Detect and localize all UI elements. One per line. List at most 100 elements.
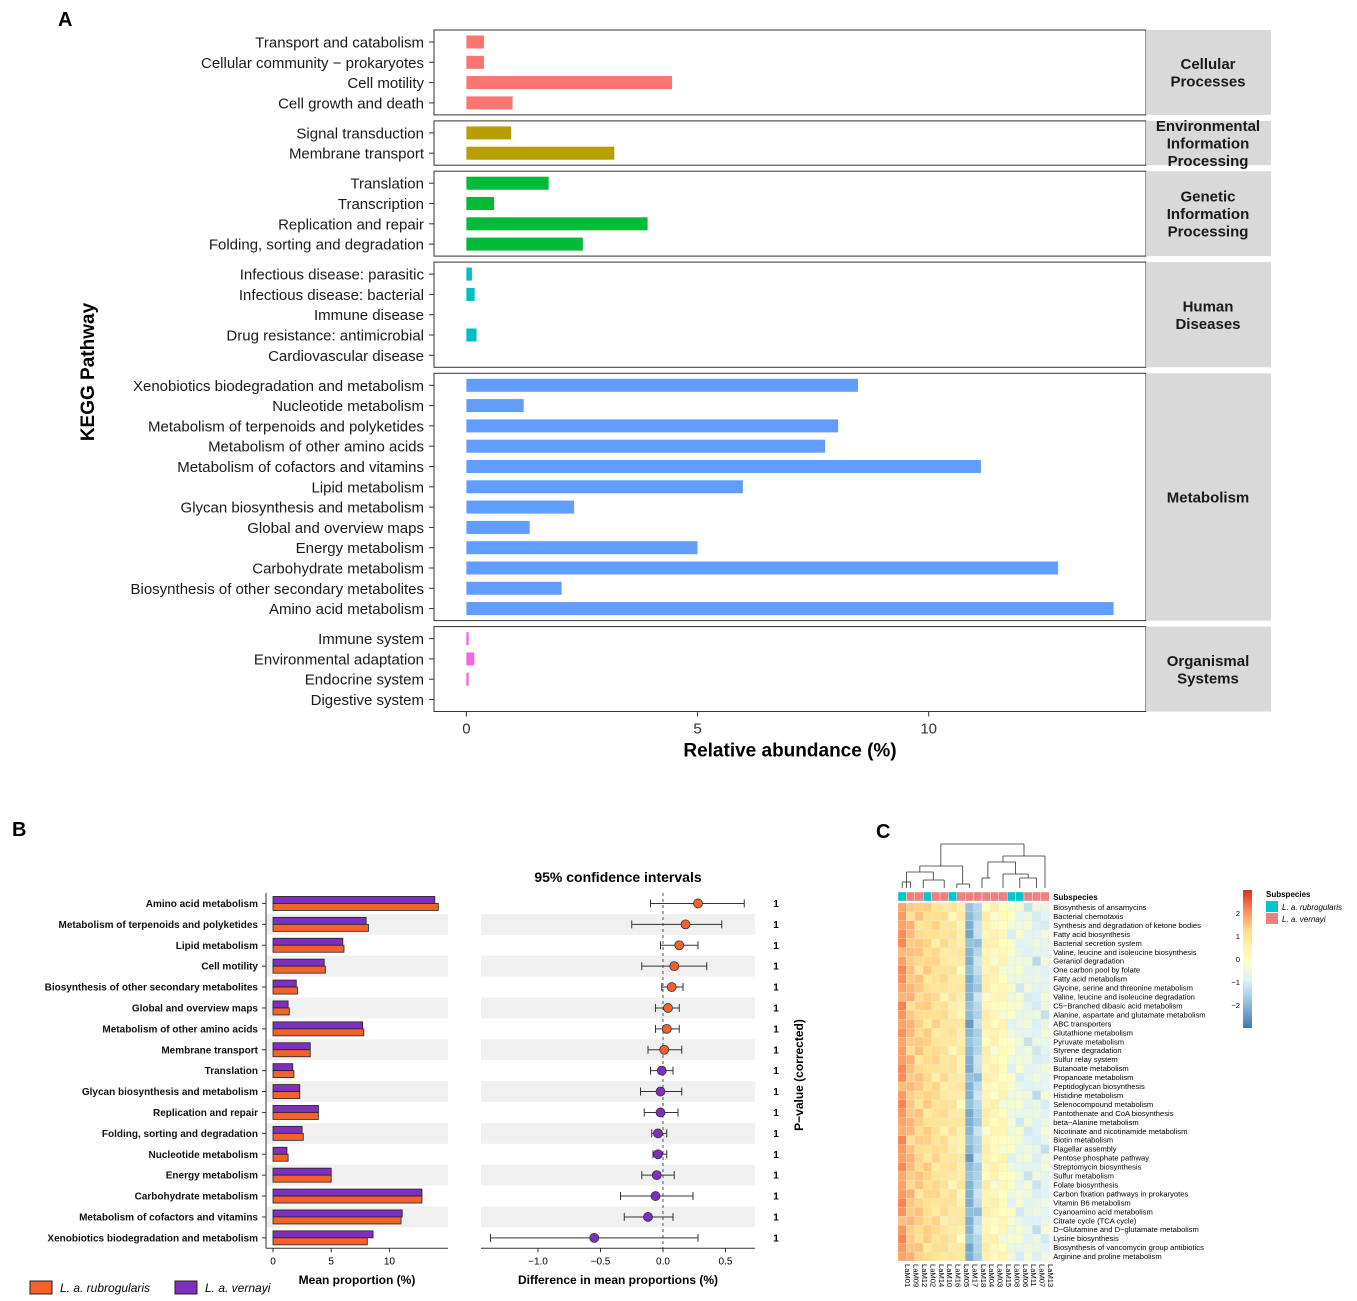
heatmap-cell (990, 938, 999, 948)
heatmap-row-label: Valine, leucine and isoleucine biosynthe… (1053, 948, 1197, 957)
x-tick-label: 10 (920, 721, 937, 738)
heatmap-cell (956, 1063, 966, 1074)
bar (466, 378, 858, 392)
heatmap-cell (948, 1198, 957, 1208)
heatmap-cell (931, 1117, 941, 1127)
heatmap-cell (914, 1162, 924, 1172)
heatmap-cell (1007, 1216, 1016, 1226)
heatmap-cell (939, 1198, 949, 1208)
heatmap-cell (931, 1081, 941, 1092)
bar-vernayi (272, 1021, 364, 1030)
heatmap-cell (931, 929, 941, 939)
heatmap-cell (906, 947, 915, 957)
heatmap-cell (939, 1090, 949, 1101)
heatmap-cell (965, 1180, 974, 1190)
heatmap-cell (906, 992, 915, 1002)
heatmap-cell (939, 1037, 949, 1047)
heatmap-cell (1040, 992, 1050, 1002)
heatmap-cell (906, 1001, 915, 1011)
heatmap-cell (1007, 1251, 1016, 1262)
heatmap-cell (1040, 1189, 1050, 1199)
heatmap-cell (923, 956, 932, 966)
heatmap-cell (931, 1001, 941, 1011)
heatmap-cell (1007, 1037, 1016, 1047)
category-label: Translation (350, 176, 424, 193)
heatmap-cell (906, 1072, 915, 1083)
heatmap-row-label: Streptomycin biosynthesis (1053, 1163, 1141, 1172)
heatmap-cell (956, 992, 966, 1002)
heatmap-cell (990, 1207, 999, 1217)
heatmap-cell (939, 1225, 949, 1235)
category-label: Carbohydrate metabolism (252, 561, 424, 578)
annotation-cell (1007, 891, 1016, 902)
heatmap-column-label: LaM10 (945, 1264, 954, 1287)
heatmap-cell (956, 911, 966, 922)
heatmap-cell (990, 947, 999, 957)
heatmap-cell (1007, 1242, 1016, 1253)
difference-point (655, 1086, 666, 1097)
heatmap-cell (897, 1108, 907, 1118)
heatmap-cell (948, 920, 957, 930)
heatmap-cell (906, 929, 915, 939)
heatmap-cell (948, 1063, 957, 1074)
bar (466, 520, 530, 534)
heatmap-cell (948, 1037, 957, 1047)
heatmap-row-label: Lysine biosynthesis (1053, 1234, 1119, 1243)
category-label: Endocrine system (305, 672, 424, 689)
heatmap-cell (990, 1171, 999, 1181)
heatmap-cell (1032, 1063, 1041, 1074)
heatmap-cell (923, 1242, 932, 1253)
row-band (481, 1081, 755, 1102)
heatmap-cell (948, 965, 957, 975)
heatmap-cell (956, 1189, 966, 1199)
heatmap-cell (990, 1072, 999, 1083)
category-label: Glycan biosynthesis and metabolism (181, 500, 424, 517)
bar-rubrogularis (272, 903, 439, 911)
heatmap-cell (923, 1171, 932, 1181)
legend-swatch-vernayi (1266, 913, 1278, 924)
heatmap-cell (1007, 1108, 1016, 1118)
heatmap-cell (1023, 1108, 1033, 1118)
heatmap-cell (1007, 902, 1016, 913)
category-label: Membrane transport (161, 1045, 258, 1056)
heatmap-cell (956, 1180, 966, 1190)
heatmap-cell (1015, 1171, 1025, 1181)
p-value-label: 1 (773, 1024, 779, 1035)
heatmap-cell (906, 1117, 915, 1127)
heatmap-cell (990, 1135, 999, 1145)
heatmap-cell (1032, 1090, 1041, 1101)
color-scale-bar (1243, 890, 1252, 1028)
heatmap-cell (1007, 947, 1016, 957)
heatmap-cell (914, 1001, 924, 1011)
heatmap-cell (897, 929, 907, 939)
category-label: Replication and repair (153, 1108, 258, 1119)
heatmap-cell (897, 902, 907, 913)
heatmap-cell (1032, 938, 1041, 948)
heatmap-cell (931, 1216, 941, 1226)
heatmap-cell (998, 1126, 1008, 1136)
heatmap-row-label: Selenocompound metabolism (1053, 1100, 1153, 1109)
heatmap-cell (914, 929, 924, 939)
heatmap-cell (931, 1198, 941, 1208)
heatmap-cell (973, 1135, 983, 1145)
heatmap-cell (956, 1117, 966, 1127)
heatmap-cell (1040, 965, 1050, 975)
heatmap-cell (897, 1063, 907, 1074)
heatmap-cell (906, 983, 915, 993)
heatmap-cell (1040, 1171, 1050, 1181)
heatmap-cell (973, 902, 983, 913)
bar (466, 237, 583, 251)
heatmap-cell (990, 902, 999, 913)
category-label: Metabolism of other amino acids (208, 439, 424, 456)
annotation-cell (956, 891, 966, 902)
heatmap-cell (998, 1234, 1008, 1244)
heatmap-cell (990, 1153, 999, 1163)
heatmap-row-label: Sulfur metabolism (1053, 1172, 1114, 1181)
heatmap-cell (956, 1010, 966, 1020)
heatmap-cell (981, 992, 991, 1002)
heatmap-cell (948, 1090, 957, 1101)
heatmap-cell (948, 974, 957, 984)
heatmap-cell (931, 1189, 941, 1199)
heatmap-cell (990, 956, 999, 966)
heatmap-cell (990, 1055, 999, 1065)
